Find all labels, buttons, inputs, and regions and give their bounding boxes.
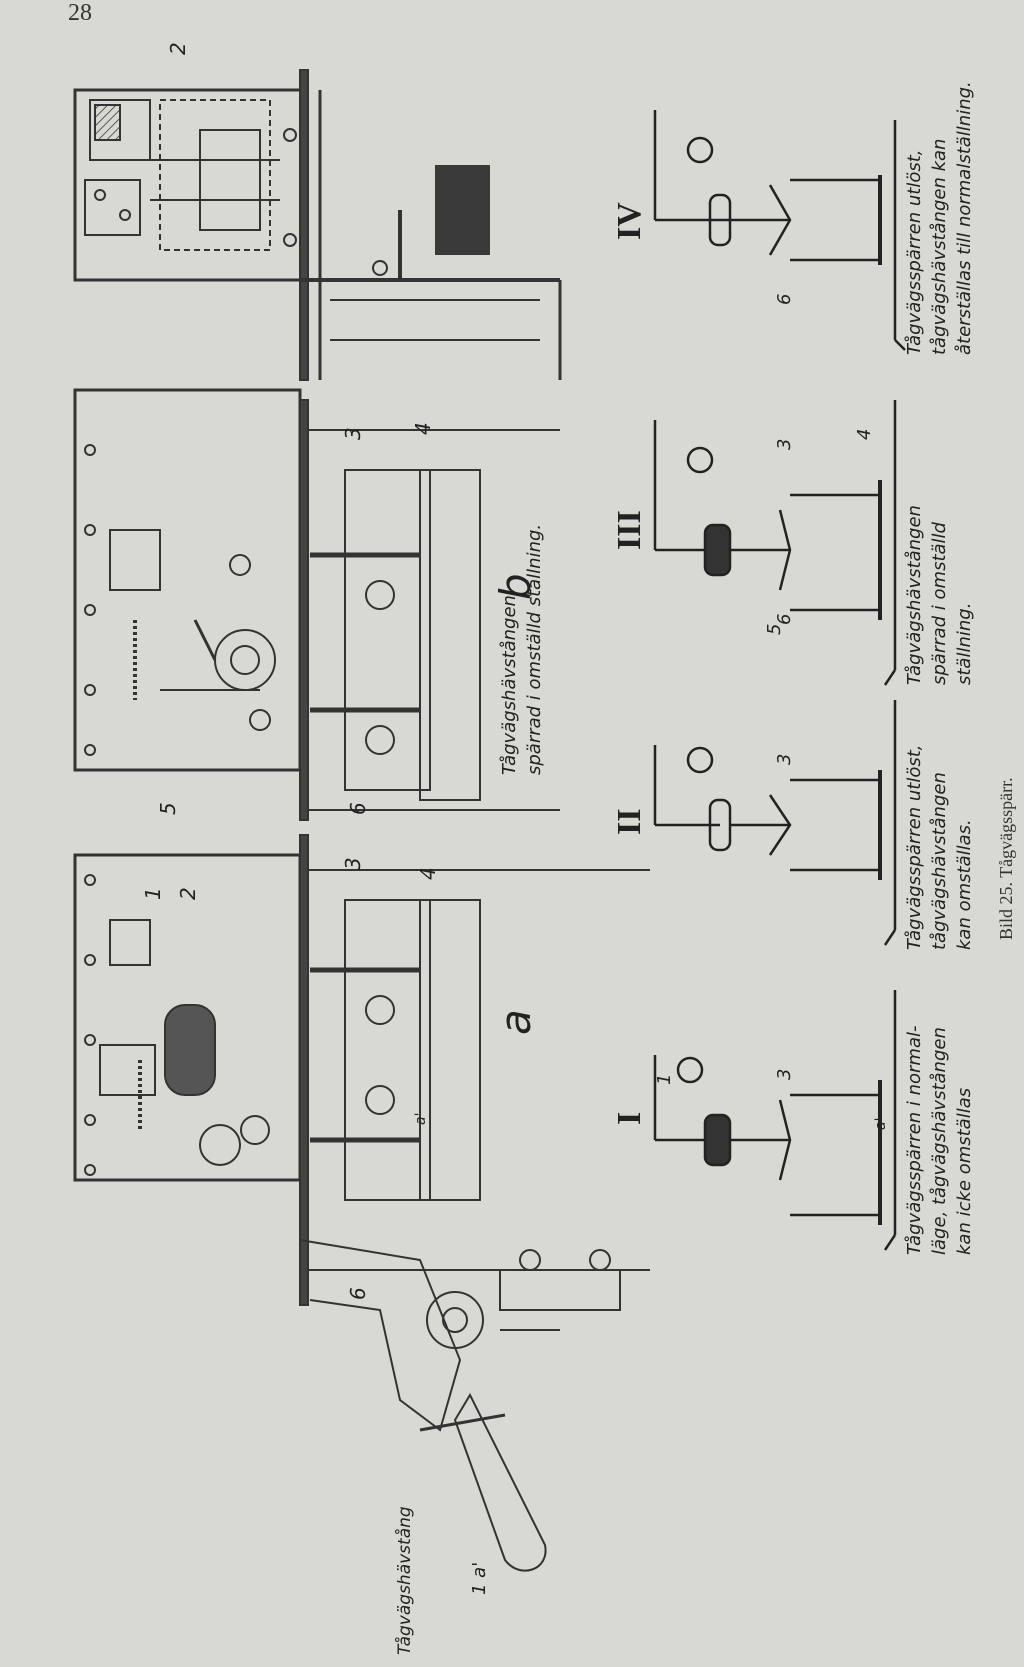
label-3-II: 3 [774,754,795,765]
label-2-top: 2 [166,42,190,55]
label-2-a: 2 [176,887,200,900]
state-III-line1: Tågvägshävstången [904,505,925,685]
label-3-b: 3 [341,427,365,440]
roman-I: I [611,1112,648,1125]
label-5-b: 5 [156,802,180,815]
state-III-line2: spärrad i omställd [929,521,950,685]
label-3-a: 3 [341,857,365,870]
diagram-state-II [653,700,897,946]
state-IV-line3: återställas till normalställning. [954,81,975,355]
diagram-state-IV [653,110,906,351]
roman-IV: IV [611,202,648,240]
label-a-prime: a' [413,1113,429,1125]
label-6-IV: 6 [774,294,795,305]
state-III-line3: ställning. [954,603,975,685]
state-I-line2: läge, tågvägshävstången [929,1027,950,1255]
lever-label: Tågvägshävstång [394,1506,415,1655]
label-1-I: 1 [654,1074,675,1085]
b-caption-line2: spärrad i omställd ställning. [524,524,545,775]
label-3-I: 3 [774,1069,795,1080]
label-4-b: 4 [411,422,435,435]
label-4-a: 4 [416,867,440,880]
label-a-prime-I: a' [873,1118,889,1130]
diagram-state-III [653,400,897,686]
mechanism-view-a [73,834,650,1572]
page-number: 28 [68,0,92,26]
state-II-line1: Tågvägsspärren utlöst, [904,744,925,950]
label-6-III: 6 [774,614,795,625]
diagram-state-I [653,990,897,1251]
label-5-III: 5 [764,624,785,635]
state-IV-line1: Tågvägsspärren utlöst, [904,149,925,355]
state-I-line1: Tågvägsspärren i normal- [904,1026,925,1256]
roman-II: II [611,809,648,835]
label-6-b: 6 [346,802,370,815]
label-6-a: 6 [346,1287,370,1300]
state-II-line3: kan omställas. [954,819,975,950]
label-b: b [491,573,540,600]
state-I-line3: kan icke omställas [954,1088,975,1255]
mechanism-top-view [73,69,562,381]
roman-III: III [611,510,648,550]
figure-caption: Bild 25. Tågvägsspärr. [996,777,1016,940]
state-diagrams [653,110,906,1251]
state-II-line2: tågvägshävstången [929,772,950,950]
mechanism-view-b [73,388,560,821]
label-1-a: 1 [141,887,165,900]
label-3-III: 3 [774,439,795,450]
label-4-III: 4 [854,429,875,440]
state-IV-line2: tågvägshävstången kan [929,139,950,355]
b-caption-line1: Tågvägshävstången [499,595,520,775]
label-a: a [491,1009,540,1035]
label-1-a-prime: 1 a' [469,1562,490,1595]
